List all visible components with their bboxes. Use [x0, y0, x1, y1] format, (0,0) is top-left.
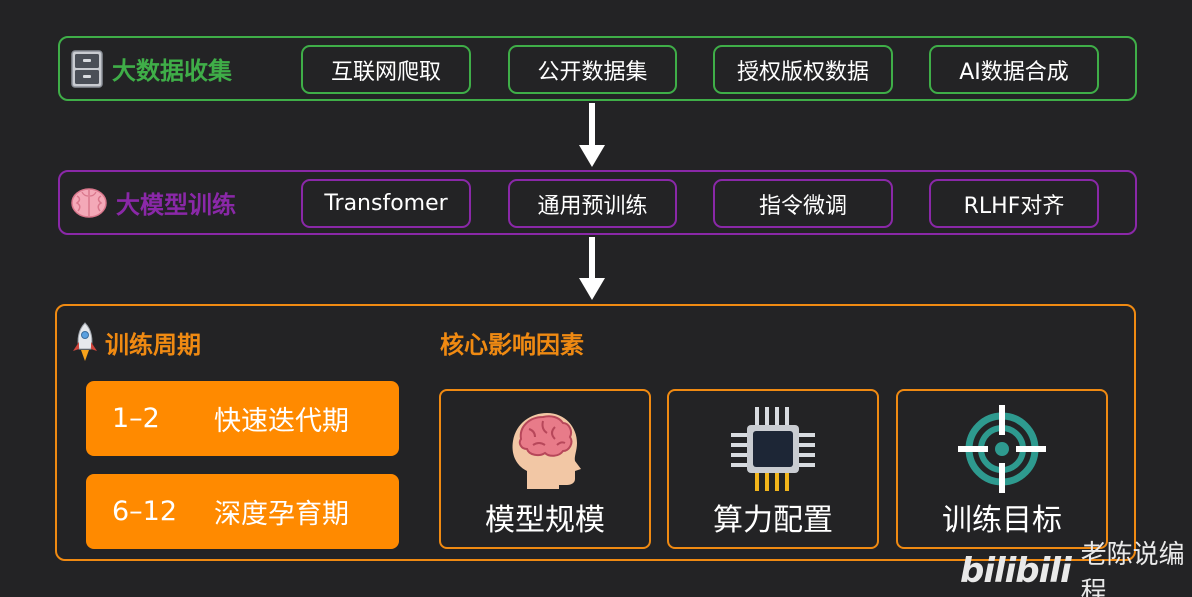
factor-training-objective: 训练目标 [896, 389, 1108, 549]
chip-licensed-data[interactable]: 授权版权数据 [713, 45, 893, 94]
down-arrow-icon [579, 237, 605, 300]
chip-pretraining[interactable]: 通用预训练 [508, 179, 677, 228]
period-range: 6–12 [112, 496, 178, 527]
watermark: bilibili 老陈说编程 [960, 540, 1192, 597]
rocket-icon [73, 322, 97, 361]
chip-web-crawl[interactable]: 互联网爬取 [301, 45, 471, 94]
factor-label: 训练目标 [942, 503, 1062, 538]
author-name: 老陈说编程 [1080, 540, 1185, 597]
training-period-title: 训练周期 [105, 330, 201, 359]
core-factors-header: 核心影响因素 [440, 322, 584, 362]
model-training-title: 大模型训练 [116, 191, 236, 219]
training-period-header: 训练周期 [71, 322, 201, 362]
target-icon [958, 405, 1046, 493]
data-collection-title: 大数据收集 [112, 57, 232, 85]
period-name: 快速迭代期 [214, 406, 349, 437]
chip-ai-synthesis[interactable]: AI数据合成 [929, 45, 1099, 94]
core-factors-title: 核心影响因素 [440, 330, 584, 359]
down-arrow-icon [579, 103, 605, 167]
factor-label: 算力配置 [713, 503, 833, 538]
chip-instruction-tuning[interactable]: 指令微调 [713, 179, 893, 228]
factor-compute: 算力配置 [667, 389, 879, 549]
factor-model-scale: 模型规模 [439, 389, 651, 549]
model-training-row: 大模型训练 Transfomer 通用预训练 指令微调 RLHF对齐 [58, 170, 1137, 235]
data-collection-row: 大数据收集 互联网爬取 公开数据集 授权版权数据 AI数据合成 [58, 36, 1137, 101]
brain-icon [71, 187, 107, 218]
chip-icon [731, 407, 815, 491]
chip-transformer[interactable]: Transfomer [301, 179, 471, 228]
chip-rlhf[interactable]: RLHF对齐 [929, 179, 1099, 228]
period-deep-incubation: 6–12 深度孕育期 [86, 474, 399, 549]
period-name: 深度孕育期 [214, 499, 349, 530]
period-rapid-iteration: 1–2 快速迭代期 [86, 381, 399, 456]
data-collection-title-group: 大数据收集 [70, 38, 232, 99]
model-training-title-group: 大模型训练 [70, 172, 236, 233]
training-panel: 训练周期 核心影响因素 1–2 快速迭代期 6–12 深度孕育期 模型规模 [55, 304, 1136, 561]
period-range: 1–2 [112, 403, 160, 434]
factor-label: 模型规模 [485, 503, 605, 538]
file-cabinet-icon [71, 49, 103, 88]
chip-public-datasets[interactable]: 公开数据集 [508, 45, 677, 94]
brain-head-icon [512, 413, 581, 489]
bilibili-logo: bilibili [960, 551, 1072, 591]
